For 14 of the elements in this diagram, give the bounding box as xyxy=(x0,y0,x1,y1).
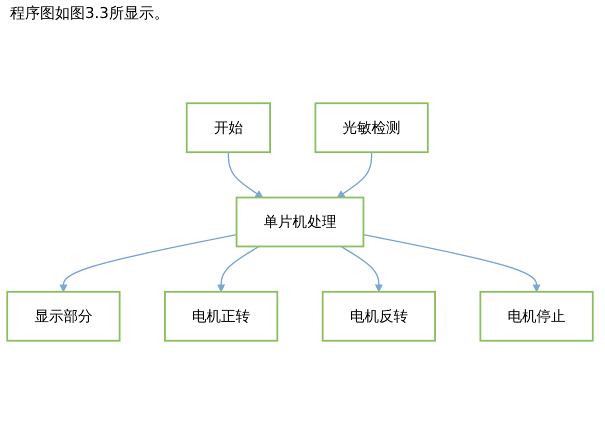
node-box: 电机正转 xyxy=(164,290,278,342)
arrow xyxy=(363,234,541,292)
node-box: 单片机处理 xyxy=(236,196,364,248)
arrow xyxy=(340,246,383,292)
node-box: 电机反转 xyxy=(322,290,436,342)
arrow xyxy=(336,152,372,198)
node-box: 电机停止 xyxy=(479,290,594,342)
node-box: 光敏检测 xyxy=(314,102,429,154)
note-text: 程序图如图3.3所显示。 xyxy=(10,4,170,23)
arrow xyxy=(217,246,260,292)
arrow xyxy=(59,234,237,292)
node-box: 显示部分 xyxy=(6,290,121,342)
node-box: 开始 xyxy=(186,102,271,154)
arrow xyxy=(228,152,264,198)
